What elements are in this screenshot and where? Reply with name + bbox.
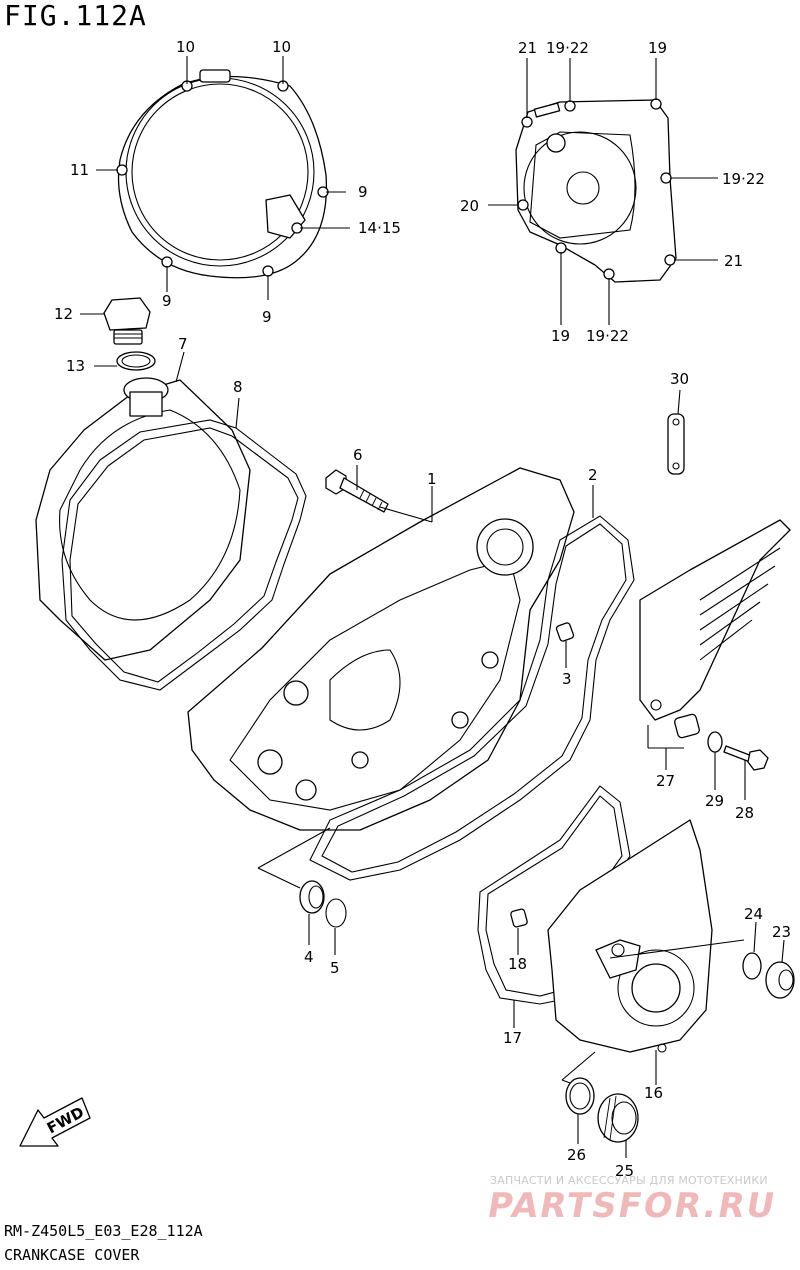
callout-24: 24 bbox=[744, 905, 763, 923]
lock-washer-part bbox=[667, 413, 685, 475]
callout-14-15: 14·15 bbox=[358, 219, 401, 237]
callout-23: 23 bbox=[772, 923, 791, 941]
figure-title: FIG.112A bbox=[4, 0, 147, 32]
section-name: CRANKCASE COVER bbox=[4, 1246, 140, 1264]
forward-arrow-icon: FWD bbox=[19, 1097, 91, 1147]
callout-13: 13 bbox=[66, 357, 85, 375]
generator-cover-part bbox=[515, 98, 677, 283]
watermark-tagline: ЗАПЧАСТИ И АКСЕССУАРЫ ДЛЯ МОТОТЕХНИКИ bbox=[490, 1174, 768, 1187]
clutch-cover-part bbox=[116, 69, 329, 279]
callout-7: 7 bbox=[178, 335, 188, 353]
outer-cover-part bbox=[35, 377, 251, 661]
plug-part bbox=[597, 1093, 639, 1143]
callout-19-22-bottom: 19·22 bbox=[586, 327, 629, 345]
callout-12: 12 bbox=[54, 305, 73, 323]
o-ring-part bbox=[742, 952, 762, 980]
callout-6: 6 bbox=[353, 446, 363, 464]
diagram-code: RM-Z450L5_E03_E28_112A bbox=[4, 1222, 203, 1240]
callout-11: 11 bbox=[70, 161, 89, 179]
callout-9-bottom-left: 9 bbox=[162, 292, 172, 310]
callout-5: 5 bbox=[330, 959, 340, 977]
crankcase-cover-part bbox=[187, 467, 575, 831]
callout-9-bottom-right: 9 bbox=[262, 308, 272, 326]
callout-21-top: 21 bbox=[518, 39, 537, 57]
callout-8: 8 bbox=[233, 378, 243, 396]
callout-17: 17 bbox=[503, 1029, 522, 1047]
bolt-part bbox=[723, 745, 769, 771]
callout-28: 28 bbox=[735, 804, 754, 822]
plug-part bbox=[765, 961, 795, 999]
circlip-part bbox=[325, 898, 347, 928]
callout-25: 25 bbox=[615, 1162, 634, 1180]
bolt-part bbox=[325, 469, 389, 513]
callout-16: 16 bbox=[644, 1084, 663, 1102]
callout-21-right: 21 bbox=[724, 252, 743, 270]
watermark-brand: PARTSFOR.RU bbox=[484, 1186, 780, 1226]
callout-10-right: 10 bbox=[272, 38, 291, 56]
callout-1: 1 bbox=[427, 470, 437, 488]
callout-9-right: 9 bbox=[358, 183, 368, 201]
oil-seal-part bbox=[299, 880, 325, 914]
callout-27: 27 bbox=[656, 772, 675, 790]
collar-part bbox=[674, 713, 700, 739]
dowel-pin-part bbox=[555, 622, 575, 642]
callout-10-left: 10 bbox=[176, 38, 195, 56]
gasket-part bbox=[309, 515, 635, 881]
callout-19-top: 19 bbox=[648, 39, 667, 57]
callout-labels: 10 10 11 9 14·15 9 9 12 13 7 8 21 19·22 … bbox=[54, 38, 791, 1180]
washer-part bbox=[707, 731, 723, 753]
callout-26: 26 bbox=[567, 1146, 586, 1164]
callout-19-bottom: 19 bbox=[551, 327, 570, 345]
callout-4: 4 bbox=[304, 948, 314, 966]
callout-20: 20 bbox=[460, 197, 479, 215]
magneto-cover-part bbox=[547, 819, 713, 1053]
dowel-pin-part bbox=[510, 908, 528, 928]
callout-19-22-top: 19·22 bbox=[546, 39, 589, 57]
oil-filler-cap-part bbox=[103, 297, 151, 345]
callout-19-22-right: 19·22 bbox=[722, 170, 765, 188]
callout-30: 30 bbox=[670, 370, 689, 388]
guard-plate-part bbox=[639, 519, 791, 721]
callout-29: 29 bbox=[705, 792, 724, 810]
callout-2: 2 bbox=[588, 466, 598, 484]
callout-18: 18 bbox=[508, 955, 527, 973]
callout-3: 3 bbox=[562, 670, 572, 688]
